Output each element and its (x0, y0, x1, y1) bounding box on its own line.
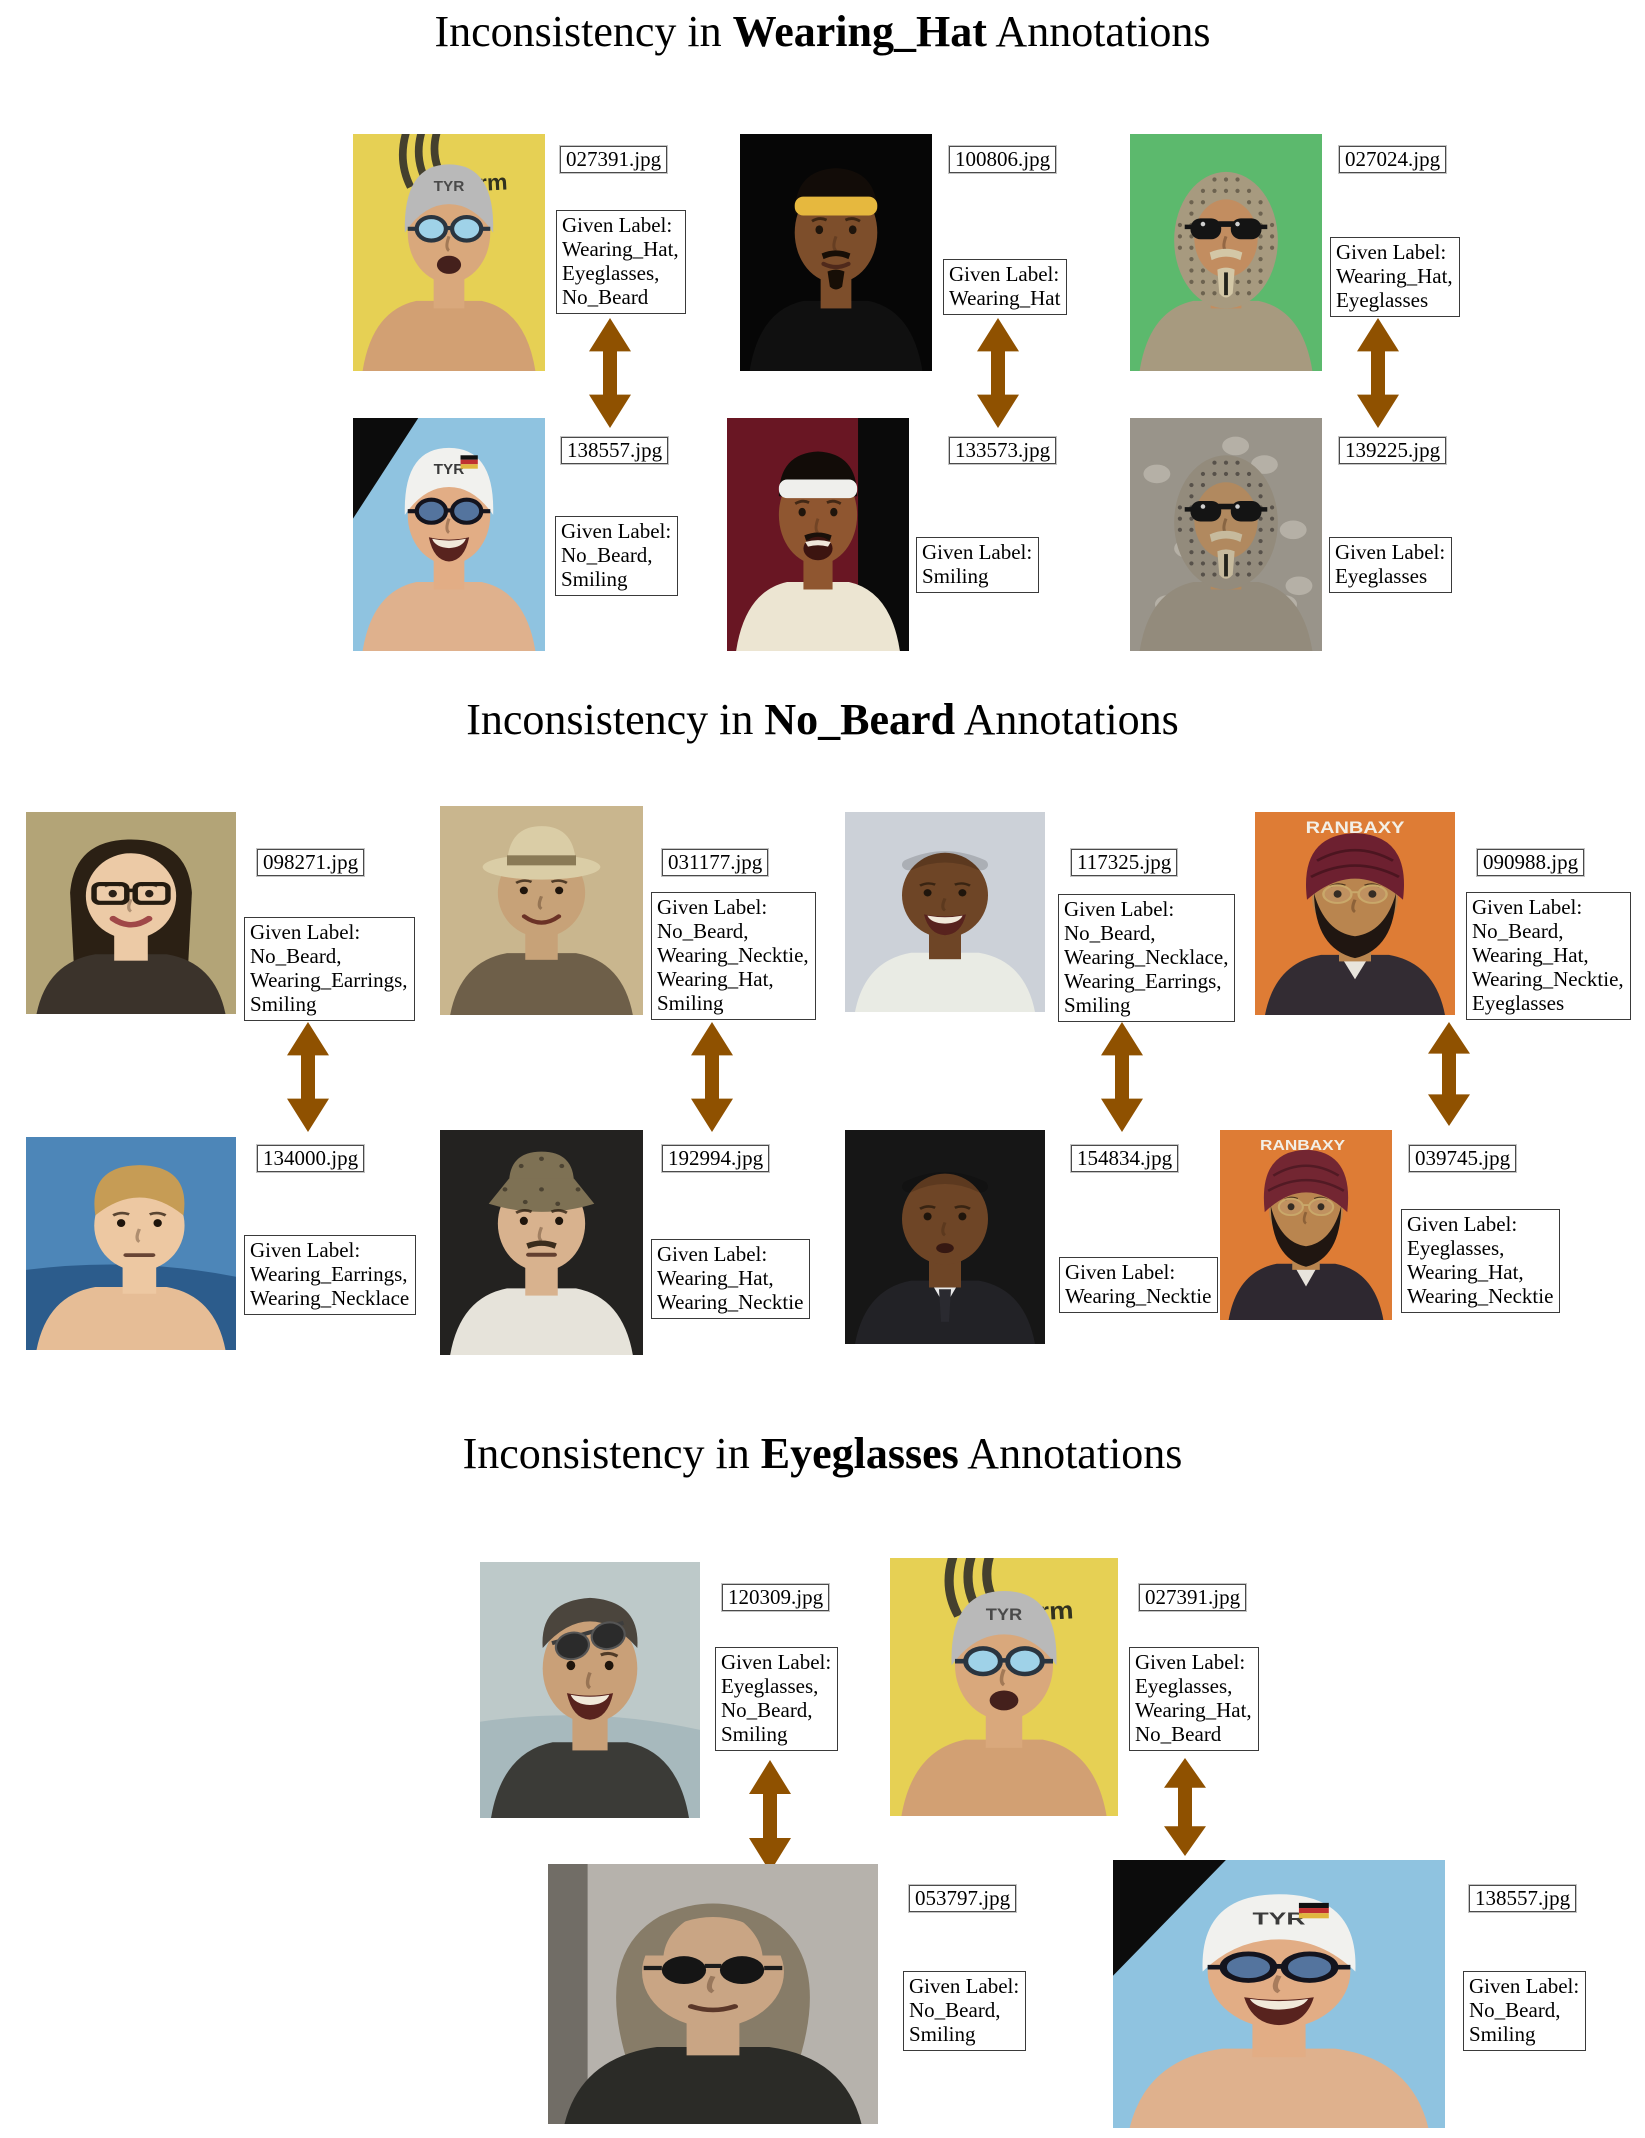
title-attribute: No_Beard (764, 695, 956, 744)
face-photo-117325 (845, 812, 1045, 1012)
filename-badge: 100806.jpg (947, 145, 1058, 174)
filename-badge: 139225.jpg (1337, 436, 1448, 465)
given-label-box: Given Label: No_Beard, Wearing_Earrings,… (244, 917, 415, 1021)
filename-badge: 117325.jpg (1069, 848, 1179, 877)
filename-badge: 090988.jpg (1475, 848, 1586, 877)
face-photo-192994 (440, 1130, 643, 1355)
double-arrow-icon (1164, 1758, 1206, 1856)
svg-text:TYR: TYR (434, 178, 465, 195)
double-arrow-icon (287, 1022, 329, 1132)
double-arrow-icon (691, 1022, 733, 1132)
given-label-box: Given Label: Wearing_Hat (943, 259, 1068, 315)
title-text: Inconsistency in (466, 695, 765, 744)
svg-text:TYR: TYR (1252, 1909, 1305, 1928)
given-label-box: Given Label: Wearing_Hat, Eyeglasses (1330, 237, 1460, 317)
filename-badge: 138557.jpg (1467, 1884, 1578, 1913)
face-photo-027391: VermTYR (353, 134, 545, 371)
given-label-box: Given Label: Eyeglasses, Wearing_Hat, We… (1401, 1209, 1561, 1313)
face-photo-138557: TYR (353, 418, 545, 651)
svg-text:RANBAXY: RANBAXY (1260, 1137, 1345, 1154)
face-photo-098271 (26, 812, 236, 1014)
given-label-box: Given Label: No_Beard, Wearing_Hat, Wear… (1466, 892, 1631, 1020)
given-label-box: Given Label: Smiling (916, 537, 1040, 593)
title-attribute: Wearing_Hat (732, 7, 987, 56)
filename-badge: 133573.jpg (947, 436, 1058, 465)
filename-badge: 154834.jpg (1069, 1144, 1180, 1173)
face-photo-053797 (548, 1864, 878, 2124)
filename-badge: 031177.jpg (660, 848, 770, 877)
section-title-no-beard: Inconsistency in No_Beard Annotations (0, 694, 1645, 747)
filename-badge: 138557.jpg (559, 436, 670, 465)
face-photo-139225 (1130, 418, 1322, 651)
filename-badge: 027391.jpg (558, 145, 669, 174)
face-photo-120309 (480, 1562, 700, 1818)
given-label-box: Given Label: Wearing_Hat, Wearing_Neckti… (651, 1239, 811, 1319)
given-label-box: Given Label: No_Beard, Smiling (903, 1971, 1027, 2051)
given-label-box: Given Label: Eyeglasses (1329, 537, 1453, 593)
svg-text:TYR: TYR (434, 461, 465, 478)
title-attribute: Eyeglasses (760, 1429, 959, 1478)
given-label-box: Given Label: No_Beard, Smiling (1463, 1971, 1587, 2051)
face-photo-100806 (740, 134, 932, 371)
filename-badge: 098271.jpg (255, 848, 366, 877)
face-photo-039745: RANBAXY (1220, 1130, 1392, 1320)
face-photo-133573 (727, 418, 909, 651)
given-label-box: Given Label: No_Beard, Smiling (555, 516, 679, 596)
double-arrow-icon (749, 1760, 791, 1872)
double-arrow-icon (1428, 1022, 1470, 1126)
svg-text:TYR: TYR (986, 1605, 1023, 1624)
title-text: Annotations (955, 695, 1179, 744)
double-arrow-icon (977, 318, 1019, 428)
face-photo-027024 (1130, 134, 1322, 371)
given-label-box: Given Label: Wearing_Earrings, Wearing_N… (244, 1235, 417, 1315)
title-text: Annotations (958, 1429, 1183, 1478)
face-photo-138557-b: TYR (1113, 1860, 1445, 2128)
filename-badge: 053797.jpg (907, 1884, 1018, 1913)
given-label-box: Given Label: Wearing_Necktie (1059, 1257, 1219, 1313)
face-photo-134000 (26, 1137, 236, 1350)
face-photo-090988: RANBAXY (1255, 812, 1455, 1015)
double-arrow-icon (589, 318, 631, 428)
section-title-eyeglasses: Inconsistency in Eyeglasses Annotations (0, 1428, 1645, 1481)
face-photo-154834 (845, 1130, 1045, 1344)
given-label-box: Given Label: Eyeglasses, No_Beard, Smili… (715, 1647, 839, 1751)
given-label-box: Given Label: No_Beard, Wearing_Necktie, … (651, 892, 816, 1020)
svg-text:RANBAXY: RANBAXY (1306, 819, 1405, 837)
given-label-box: Given Label: No_Beard, Wearing_Necklace,… (1058, 894, 1236, 1022)
filename-badge: 120309.jpg (720, 1583, 831, 1612)
filename-badge: 027391.jpg (1137, 1583, 1248, 1612)
filename-badge: 192994.jpg (660, 1144, 771, 1173)
given-label-box: Given Label: Wearing_Hat, Eyeglasses, No… (556, 210, 686, 314)
title-text: Inconsistency in (462, 1429, 761, 1478)
filename-badge: 027024.jpg (1337, 145, 1448, 174)
double-arrow-icon (1101, 1022, 1143, 1132)
section-title-wearing-hat: Inconsistency in Wearing_Hat Annotations (0, 6, 1645, 59)
filename-badge: 134000.jpg (255, 1144, 366, 1173)
given-label-box: Given Label: Eyeglasses, Wearing_Hat, No… (1129, 1647, 1259, 1751)
title-text: Annotations (986, 7, 1211, 56)
face-photo-031177 (440, 806, 643, 1015)
filename-badge: 039745.jpg (1407, 1144, 1518, 1173)
title-text: Inconsistency in (434, 7, 733, 56)
face-photo-027391-b: VermTYR (890, 1558, 1118, 1816)
double-arrow-icon (1357, 318, 1399, 428)
